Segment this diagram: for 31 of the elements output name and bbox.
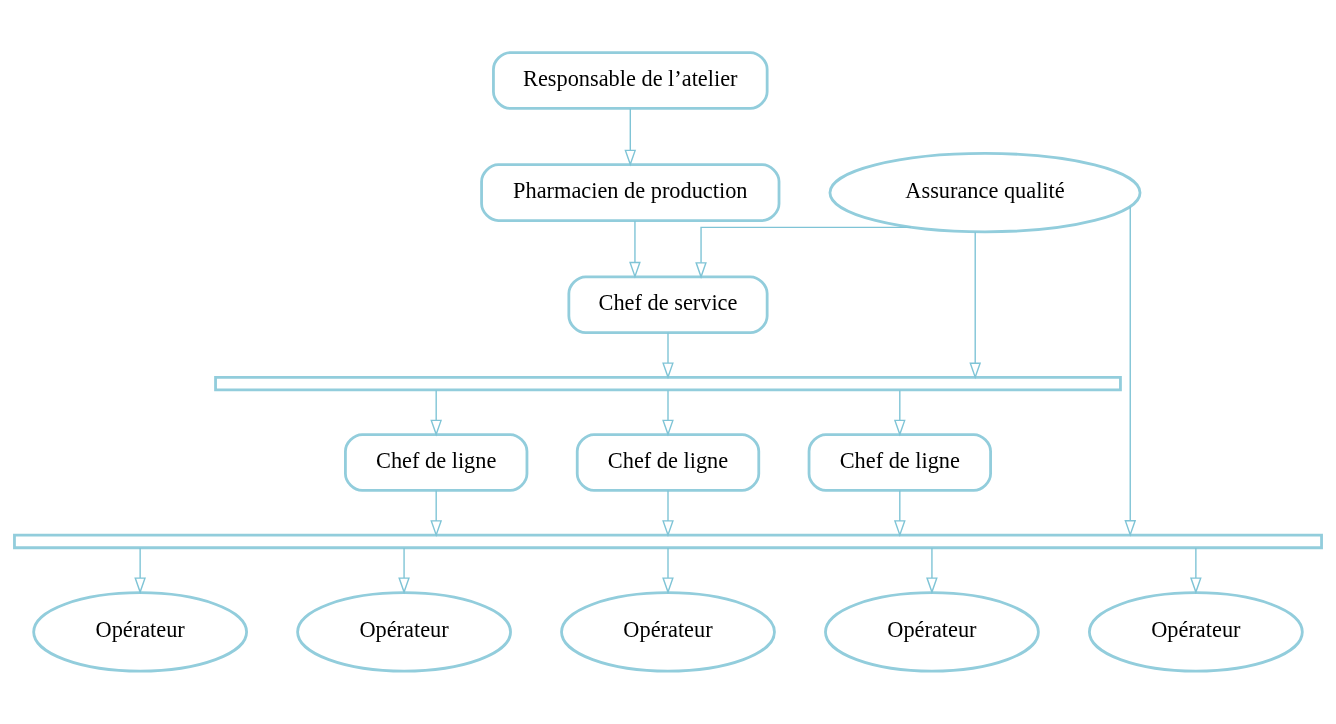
node-ellipse: Opérateur bbox=[32, 591, 248, 673]
node-ellipse: Opérateur bbox=[296, 591, 512, 673]
node-box: Chef de ligne bbox=[575, 433, 761, 492]
arrow bbox=[629, 220, 641, 279]
arrow bbox=[430, 389, 443, 437]
node-box: Chef de ligne bbox=[344, 433, 529, 492]
arrow bbox=[398, 547, 410, 595]
node-bar bbox=[214, 375, 1122, 392]
arrow bbox=[662, 547, 674, 595]
arrow bbox=[430, 489, 443, 537]
arrow bbox=[662, 389, 674, 437]
arrow bbox=[893, 389, 906, 437]
arrow bbox=[893, 489, 906, 537]
node-ellipse: Opérateur bbox=[824, 591, 1040, 673]
node-box: Chef de service bbox=[567, 275, 769, 335]
arrow bbox=[134, 547, 146, 595]
arrow bbox=[695, 226, 912, 279]
arrow bbox=[1190, 547, 1202, 595]
arrow bbox=[662, 489, 674, 537]
node-ellipse: Opérateur bbox=[1088, 591, 1304, 673]
node-box: Pharmacien de production bbox=[480, 163, 781, 222]
node-bar bbox=[13, 533, 1323, 550]
arrow bbox=[926, 547, 938, 595]
node-ellipse: Assurance qualité bbox=[828, 152, 1142, 234]
arrow bbox=[662, 332, 674, 380]
node-ellipse: Opérateur bbox=[560, 591, 776, 673]
node-box: Responsable de l’atelier bbox=[492, 51, 769, 110]
arrow bbox=[624, 108, 637, 167]
node-box: Chef de ligne bbox=[807, 433, 992, 492]
arrow bbox=[969, 231, 982, 380]
arrow bbox=[1124, 206, 1137, 537]
